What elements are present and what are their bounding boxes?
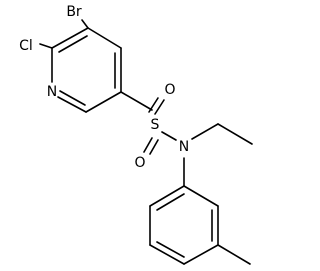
oxygen-top-label: O xyxy=(164,82,175,98)
pyridine-nitrogen-label: N xyxy=(47,84,57,100)
bond-ar6-ar1 xyxy=(149,185,185,207)
bond-ar6-ar1-double xyxy=(156,193,185,211)
bond-ar3-methyl xyxy=(217,244,251,265)
bond-c3-br xyxy=(81,19,89,29)
bond-ar4-ar5 xyxy=(149,244,185,265)
chlorine-label: Cl xyxy=(19,38,33,54)
amide-nitrogen-label: N xyxy=(179,139,189,155)
bond-c6-n1-double xyxy=(59,90,86,106)
bond-c2-c3-double xyxy=(58,35,88,53)
bond-c6-n1 xyxy=(57,96,87,113)
bond-ar4-ar5-double xyxy=(156,241,185,258)
bond-ar3-ar4 xyxy=(183,244,219,265)
pyridine-ring xyxy=(51,27,122,113)
bond-c5-s xyxy=(120,91,153,111)
bond-c3-c4 xyxy=(87,27,122,49)
bond-ar1-ar2 xyxy=(183,185,219,207)
bond-c2-c3 xyxy=(51,27,89,49)
bond-ch2-ch3 xyxy=(217,123,253,145)
bond-s-o-bottom-a xyxy=(143,137,153,153)
molecule-structure: Br Cl N S O O N xyxy=(19,4,253,265)
sulfonyl-group xyxy=(143,97,177,155)
bond-c5-c6 xyxy=(85,91,122,113)
oxygen-bottom-label: O xyxy=(134,155,145,171)
bond-s-o-top-b xyxy=(148,97,159,113)
bromine-label: Br xyxy=(66,4,82,20)
sulfur-label: S xyxy=(151,117,160,133)
bond-n-ch2 xyxy=(191,123,219,140)
bond-c2-cl xyxy=(39,43,53,49)
bond-s-o-top-a xyxy=(154,99,165,115)
tolyl-ring xyxy=(149,185,219,265)
bond-s-o-bottom-b xyxy=(149,139,159,155)
bond-s-n xyxy=(161,131,177,141)
ethyl-group xyxy=(191,123,253,145)
